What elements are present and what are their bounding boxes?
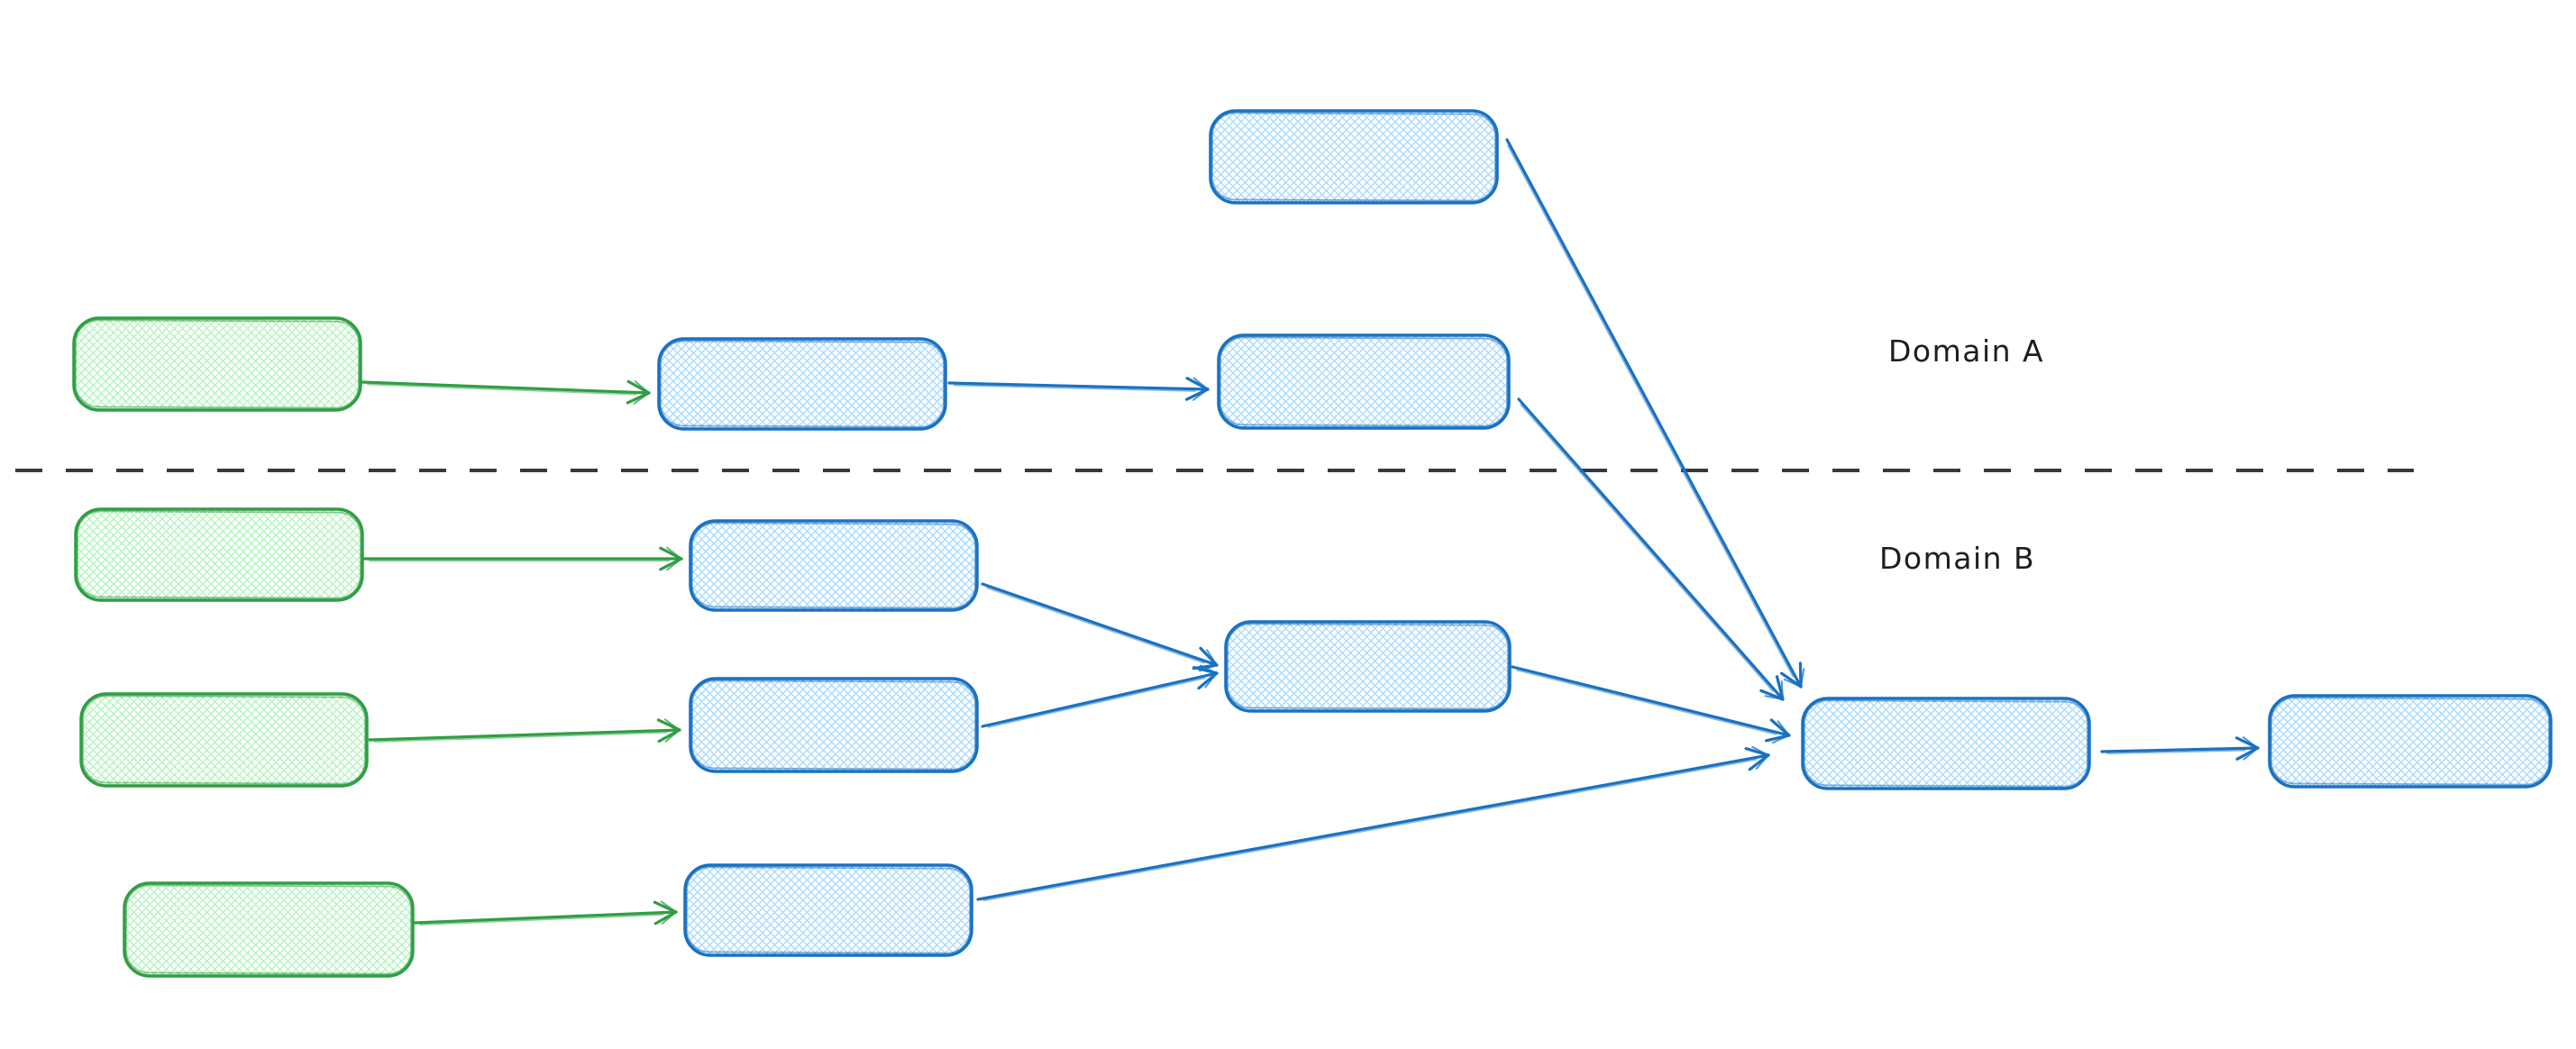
box-green-source-b2 — [79, 692, 369, 788]
arrow-b1-to-join — [981, 582, 1219, 672]
box-green-source-a — [72, 316, 362, 412]
arrow-a1-to-a2 — [947, 377, 1210, 401]
box-blue-step-a2 — [1217, 333, 1511, 430]
arrow-merge-to-final — [2100, 736, 2260, 761]
box-blue-step-b2 — [689, 677, 979, 773]
arrow-top-to-merge — [1505, 138, 1805, 689]
arrow-join-to-merge — [1511, 665, 1791, 744]
arrow-green-b1-to-b1 — [362, 546, 683, 571]
box-blue-top — [1209, 109, 1499, 205]
domain-b-label: Domain B — [1879, 541, 2036, 576]
domain-a-label: Domain A — [1888, 333, 2045, 369]
arrow-b3-to-merge — [976, 745, 1770, 902]
arrow-green-b2-to-b2 — [368, 718, 681, 743]
arrow-green-a-to-a1 — [361, 379, 651, 405]
box-green-source-b1 — [74, 507, 364, 602]
arrow-green-b3-to-b3 — [413, 900, 678, 926]
arrow-b2-to-join — [981, 664, 1219, 728]
arrow-a2-to-merge — [1517, 397, 1785, 701]
box-blue-step-b3 — [683, 863, 973, 957]
box-green-source-b3 — [123, 881, 415, 978]
box-blue-merge — [1801, 697, 2091, 790]
box-blue-step-b1 — [689, 519, 979, 612]
box-blue-step-a1 — [657, 337, 947, 431]
box-blue-join-b — [1224, 620, 1512, 713]
box-blue-final — [2268, 694, 2553, 789]
